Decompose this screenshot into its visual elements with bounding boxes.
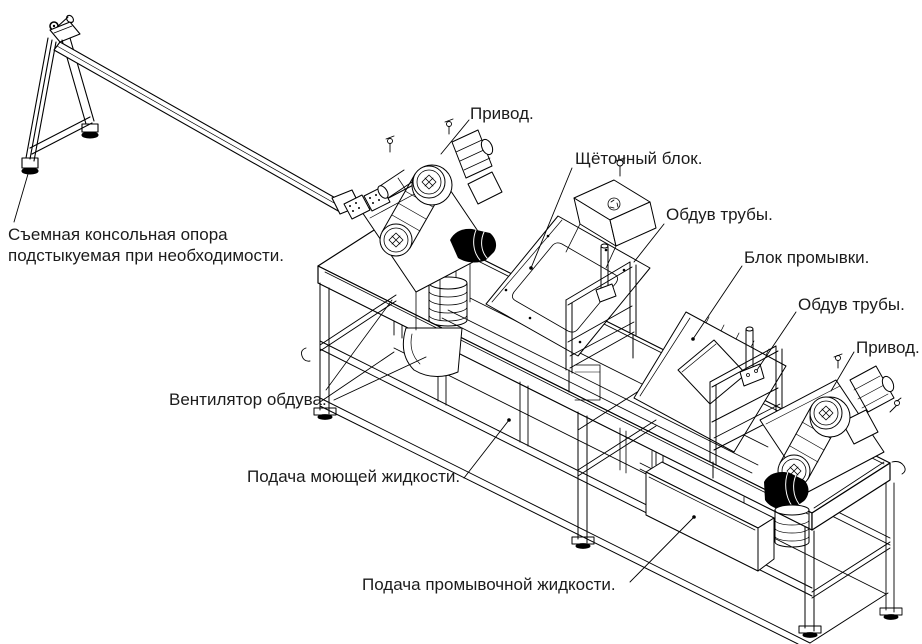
blow-frame-2 bbox=[709, 326, 783, 479]
label-drive-top: Привод. bbox=[470, 104, 534, 123]
label-drive-right: Привод. bbox=[856, 338, 920, 357]
label-washing-liquid-supply: Подача моющей жидкости. bbox=[247, 467, 461, 486]
leader-lines bbox=[13, 119, 855, 583]
frame-table-front bbox=[301, 282, 906, 644]
label-washing-block: Блок промывки. bbox=[744, 248, 870, 267]
rinsing-liquid-tank bbox=[639, 450, 775, 572]
drive-unit-left bbox=[343, 118, 503, 331]
label-pipe-blowoff-1: Обдув трубы. bbox=[666, 205, 773, 224]
label-pipe-blowoff-2: Обдув трубы. bbox=[798, 295, 905, 314]
drive-unit-right bbox=[759, 353, 902, 548]
label-blow-fan: Вентилятор обдува. bbox=[169, 390, 327, 409]
blow-frame-1 bbox=[565, 243, 637, 393]
label-rinsing-liquid-supply: Подача промывочной жидкости. bbox=[362, 575, 616, 594]
label-console-support: Съемная консольная опора подстыкуемая пр… bbox=[8, 225, 284, 265]
support-beam bbox=[53, 41, 361, 215]
brush-block bbox=[485, 157, 657, 357]
cantilever-support bbox=[21, 14, 99, 175]
label-brush-block: Щёточный блок. bbox=[575, 149, 703, 168]
